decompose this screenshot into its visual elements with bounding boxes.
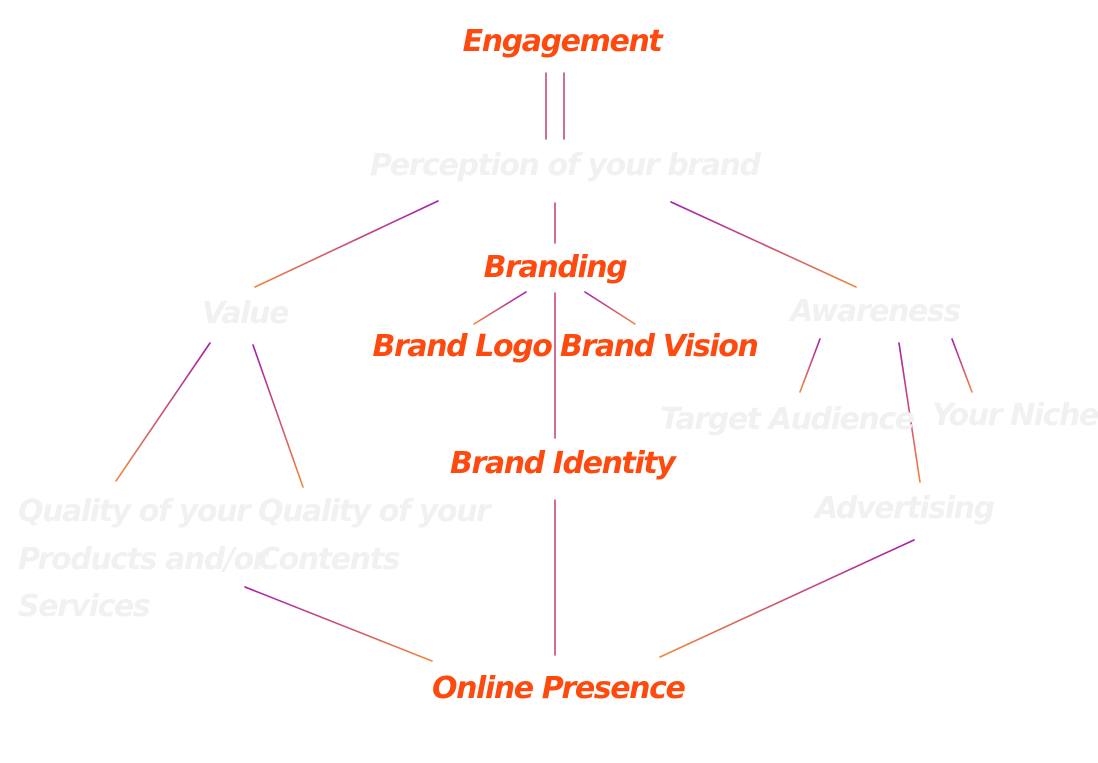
connector-branding-logo: [473, 291, 527, 325]
value-label: Value: [201, 296, 290, 331]
branding-label: Branding: [483, 250, 628, 285]
quality-products-line-1: Quality of your: [18, 494, 251, 529]
quality-products-line-2: Products and/or: [18, 542, 268, 577]
perception-label: Perception of your brand: [370, 148, 761, 183]
connector-perception-awareness: [670, 201, 857, 288]
connector-value-quality-products: [115, 342, 211, 482]
quality-products-line-3: Services: [18, 589, 151, 624]
brand-logo-label: Brand Logo: [372, 329, 553, 364]
quality-contents-line-2: Contents: [258, 542, 400, 577]
connector-value-quality-contents: [252, 344, 304, 488]
brand-vision-label: Brand Vision: [560, 329, 759, 364]
quality-contents-line-1: Quality of your: [258, 494, 491, 529]
engagement-label: Engagement: [462, 24, 663, 59]
connector-awareness-niche: [951, 338, 973, 393]
online-presence-label: Online Presence: [432, 671, 686, 706]
connector-awareness-advertising: [898, 342, 921, 483]
connector-branding-vision: [584, 291, 636, 325]
awareness-label: Awareness: [790, 294, 961, 329]
target-audience-label: Target Audience: [660, 402, 915, 437]
advertising-label: Advertising: [815, 491, 995, 526]
your-niche-label: Your Niche: [932, 398, 1098, 433]
connector-advertising-online: [659, 539, 915, 658]
connector-perception-value: [254, 200, 439, 288]
connector-awareness-target-audience: [799, 338, 821, 393]
brand-identity-label: Brand Identity: [450, 446, 676, 481]
connector-quality-products-online: [244, 586, 433, 662]
